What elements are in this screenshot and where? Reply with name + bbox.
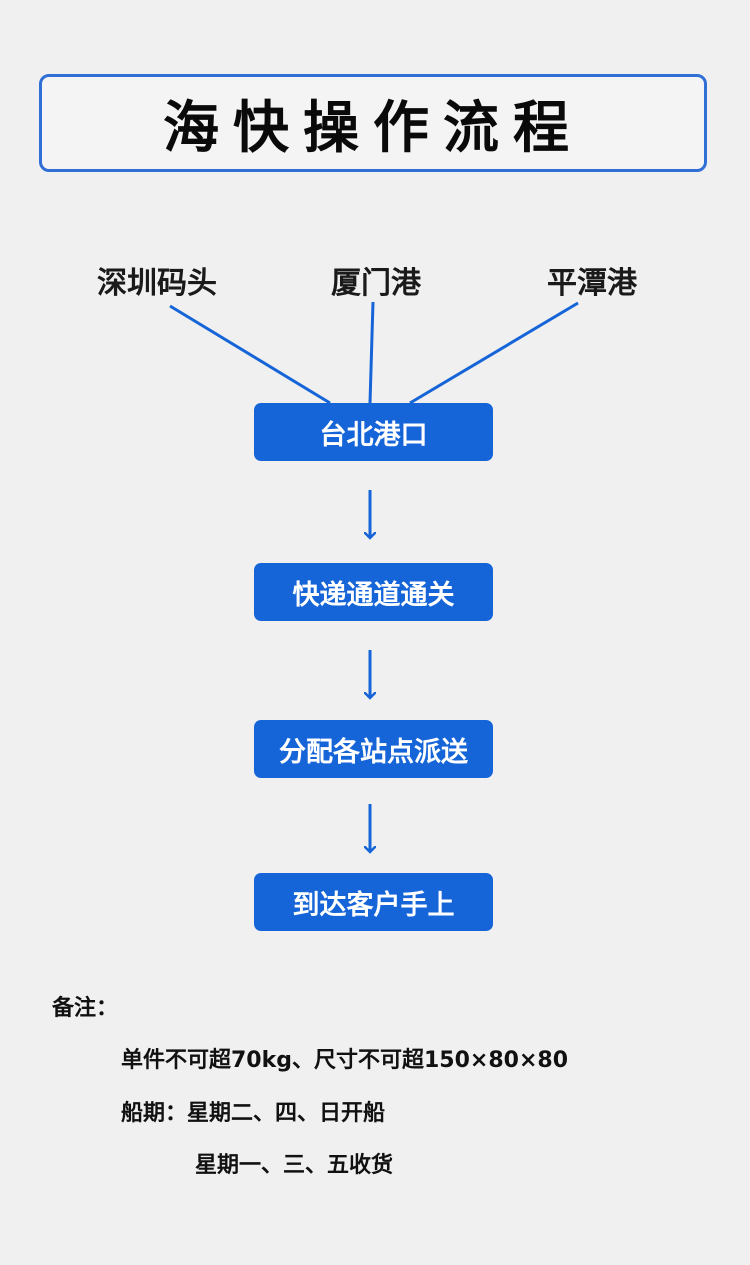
note-receiving-days: 星期一、三、五收货 <box>195 1153 394 1178</box>
origin-shenzhen: 深圳码头 <box>97 266 217 301</box>
connector-xiamen <box>368 301 375 404</box>
step-dispatch: 分配各站点派送 <box>254 720 493 778</box>
step-taipei-port: 台北港口 <box>254 403 493 461</box>
page-title: 海快操作流程 <box>163 94 583 161</box>
connector-shenzhen <box>169 304 331 405</box>
step-delivery: 到达客户手上 <box>254 873 493 931</box>
origin-pingtan: 平潭港 <box>547 266 637 301</box>
note-size-limit: 单件不可超70kg、尺寸不可超150×80×80 <box>121 1048 569 1073</box>
connector-pingtan <box>409 301 579 405</box>
origin-xiamen: 厦门港 <box>331 266 421 301</box>
note-sailing-days: 船期：星期二、四、日开船 <box>121 1101 386 1126</box>
notes-label: 备注： <box>52 996 119 1021</box>
title-box: 海快操作流程 <box>39 74 707 172</box>
step-express-customs: 快递通道通关 <box>254 563 493 621</box>
